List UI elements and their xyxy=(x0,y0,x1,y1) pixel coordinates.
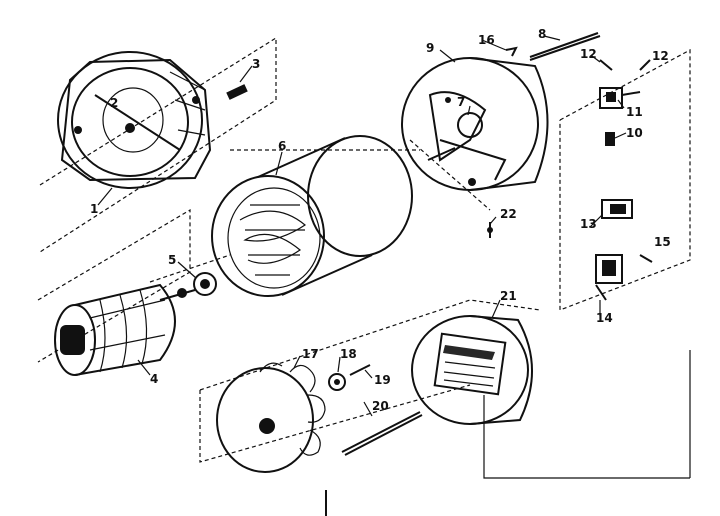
dashed-outlines xyxy=(37,36,691,463)
label-16: 16 xyxy=(478,33,495,47)
label-12: 12 xyxy=(652,49,669,63)
label-9: 9 xyxy=(426,41,434,55)
label-20: 20 xyxy=(372,399,389,413)
label-15: 15 xyxy=(654,235,671,249)
label-22: 22 xyxy=(500,207,517,221)
pin-part xyxy=(349,364,371,376)
through-bolt xyxy=(341,411,423,456)
label-11: 11 xyxy=(626,105,643,119)
stator-cylinder xyxy=(211,135,413,297)
switch-assembly xyxy=(599,59,651,109)
wire-screw xyxy=(487,222,493,238)
capacitor-part xyxy=(601,199,633,219)
label-17: 17 xyxy=(302,347,319,361)
label-18: 18 xyxy=(340,347,357,361)
label-8: 8 xyxy=(538,27,546,41)
label-14: 14 xyxy=(596,311,613,325)
frame-lines xyxy=(325,350,691,516)
label-13: 13 xyxy=(580,217,597,231)
armature-rotor xyxy=(54,283,196,376)
bearing xyxy=(193,272,217,296)
label-7: 7 xyxy=(457,95,465,109)
leader-lines xyxy=(97,35,627,417)
fan-assembly xyxy=(216,362,326,473)
label-19: 19 xyxy=(374,373,391,387)
label-21: 21 xyxy=(500,289,517,303)
capacitor-clamp xyxy=(595,254,623,301)
screw-part xyxy=(605,132,615,146)
small-screw-15 xyxy=(639,254,653,263)
label-12b: 12 xyxy=(580,47,597,61)
end-shield-housing xyxy=(57,51,212,189)
label-1: 1 xyxy=(90,202,98,216)
label-5: 5 xyxy=(168,253,176,267)
label-6: 6 xyxy=(278,139,286,153)
end-cover-nameplate xyxy=(411,315,533,425)
end-bell-bracket xyxy=(401,57,549,191)
washer xyxy=(328,373,346,391)
bolt-part xyxy=(226,84,248,100)
part-number-labels: 1 2 3 4 5 6 7 8 9 10 11 12 13 14 15 16 1… xyxy=(90,27,671,413)
label-10: 10 xyxy=(626,126,643,140)
clip-part xyxy=(505,46,518,57)
long-rod xyxy=(529,32,601,61)
label-4: 4 xyxy=(150,372,158,386)
label-2: 2 xyxy=(110,96,118,110)
label-3: 3 xyxy=(252,57,260,71)
